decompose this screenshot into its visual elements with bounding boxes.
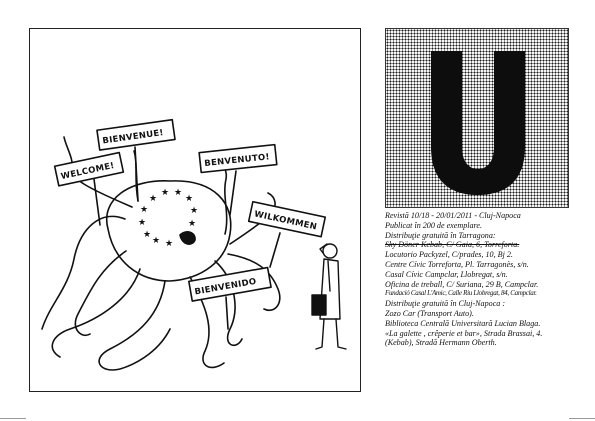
print-run-line: Publicat în 200 de exemplare. — [385, 220, 483, 230]
svg-text:★: ★ — [161, 188, 169, 198]
svg-text:★: ★ — [165, 239, 173, 249]
businessman-figure — [311, 243, 347, 350]
distribution-point: Fundació Casal L'Amic, Calle Riu Llobreg… — [385, 289, 537, 298]
octopus-drawing: ★★★ ★★★ ★★★ ★★ WELCOME! BIENVENUE! — [41, 118, 347, 371]
svg-text:★: ★ — [138, 218, 146, 228]
magazine-logo — [385, 28, 569, 208]
svg-text:★: ★ — [140, 205, 148, 215]
distribution-point: Oficina de treball, C/ Suriana, 29 B, Ca… — [385, 279, 539, 289]
svg-text:★: ★ — [188, 219, 196, 229]
distribution-point: Locutorio Packyzel, C/prades, 10, Bj 2. — [385, 250, 513, 260]
svg-text:★: ★ — [185, 194, 193, 204]
letter-u-logo — [431, 51, 525, 195]
distribution-heading-tarragona: Distribuţie gratuită în Tarragona: — [385, 230, 496, 240]
distribution-point: Centre Cívic Torreforta, Pl. Tarragonès,… — [385, 259, 529, 269]
svg-text:★: ★ — [174, 188, 182, 198]
svg-text:★: ★ — [190, 206, 198, 216]
crop-mark-right — [569, 418, 595, 419]
distribution-point: Zozo Car (Transport Auto). — [385, 308, 474, 318]
svg-text:★: ★ — [149, 194, 157, 204]
crop-mark-left — [0, 418, 26, 419]
tentacle — [51, 268, 141, 358]
distribution-point: Casal Cívic Campclar, Llobregat, s/n. — [385, 269, 508, 279]
sign-bienvenue: BIENVENUE! — [96, 118, 176, 151]
octopus-eye — [179, 231, 196, 245]
tentacle — [41, 215, 126, 330]
sign-benvenuto: BENVENUTO! — [198, 143, 278, 174]
colophon: Revistă 10/18 - 20/01/2011 - Cluj-Napoca… — [385, 211, 575, 348]
sign-wilkommen: WILKOMMEN — [247, 200, 327, 238]
distribution-point: «La galette , crêperie et bar», Strada B… — [385, 328, 543, 338]
octopus-head — [105, 180, 232, 282]
svg-text:★: ★ — [152, 236, 160, 246]
tentacle — [74, 250, 127, 336]
distribution-point: (Kebab), Stradă Hermann Oberth. — [385, 338, 497, 348]
distribution-point: Biblioteca Centrală Universitară Lucian … — [385, 318, 541, 328]
distribution-heading-cluj: Distribuţie gratuită în Cluj-Napoca : — [385, 299, 506, 309]
svg-text:★: ★ — [143, 230, 151, 240]
issue-line: Revistă 10/18 - 20/01/2011 - Cluj-Napoca — [385, 211, 521, 220]
distribution-point: Sky Döner Kebab, C/ Gaia, 6, Torreforta. — [385, 240, 520, 250]
sign-welcome: WELCOME! — [53, 151, 125, 187]
eu-star-circle: ★★★ ★★★ ★★★ ★★ — [138, 188, 198, 249]
octopus-illustration: ★★★ ★★★ ★★★ ★★ WELCOME! BIENVENUE! — [29, 28, 361, 392]
tentacle — [227, 253, 281, 311]
tentacle — [98, 280, 171, 371]
sign-bienvenido: BIENVENIDO — [188, 266, 272, 302]
